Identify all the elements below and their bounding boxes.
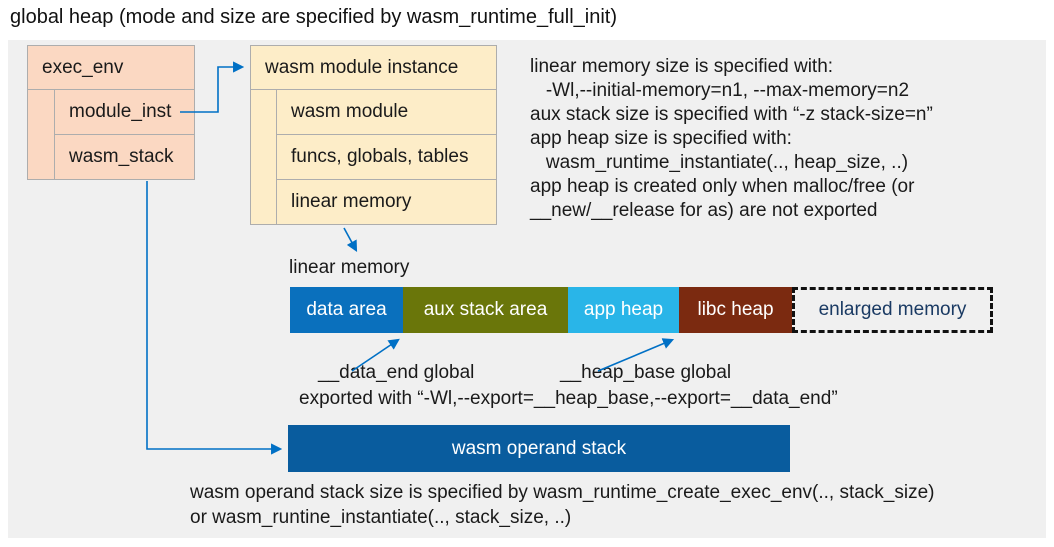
exec-env-header: exec_env — [28, 46, 194, 90]
instance-row-wasm-module: wasm module — [276, 90, 496, 135]
linear-memory-notes: linear memory size is specified with: -W… — [530, 56, 933, 221]
segment-app-heap: app heap — [568, 287, 679, 333]
exec-env-box: exec_env module_inst wasm_stack — [27, 45, 195, 180]
instance-row-funcs-globals-tables: funcs, globals, tables — [276, 135, 496, 180]
exec-env-row-module-inst: module_inst — [54, 90, 194, 135]
exported-flags-label: exported with “-Wl,--export=__heap_base,… — [299, 388, 838, 409]
data-end-global-label: __data_end global — [318, 362, 475, 383]
segment-data-area: data area — [290, 287, 403, 333]
heap-base-global-label: __heap_base global — [560, 362, 732, 383]
operand-stack-notes: wasm operand stack size is specified by … — [190, 482, 935, 528]
diagram-title: global heap (mode and size are specified… — [10, 6, 617, 28]
exec-env-row-wasm-stack: wasm_stack — [54, 135, 194, 180]
wasm-module-instance-box: wasm module instance wasm module funcs, … — [250, 45, 497, 225]
wasm-module-instance-header: wasm module instance — [251, 46, 496, 90]
linear-memory-label: linear memory — [289, 257, 410, 278]
segment-enlarged-memory: enlarged memory — [792, 287, 993, 333]
instance-row-linear-memory: linear memory — [276, 180, 496, 225]
wasm-operand-stack-bar: wasm operand stack — [288, 425, 790, 472]
segment-aux-stack-area: aux stack area — [403, 287, 568, 333]
segment-libc-heap: libc heap — [679, 287, 792, 333]
